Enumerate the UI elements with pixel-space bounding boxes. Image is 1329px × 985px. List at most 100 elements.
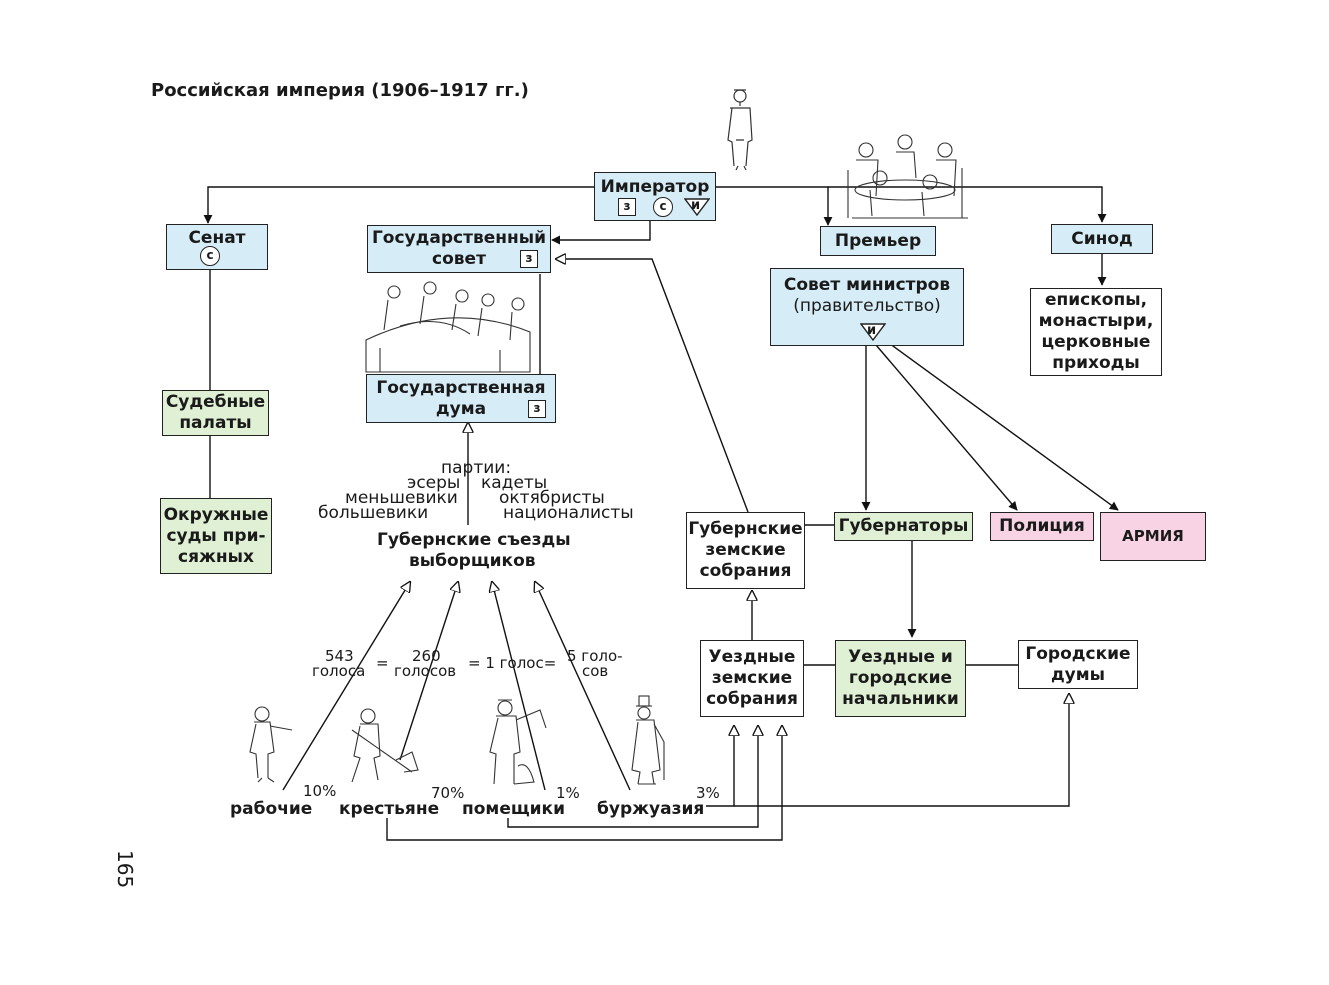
- provincial-zemstvo-node: Губернские земские собрания: [686, 512, 805, 589]
- police-label: Полиция: [999, 516, 1085, 536]
- edge-landowners-uezd: [507, 726, 758, 828]
- party-octobrists: октябристы: [499, 488, 605, 508]
- duma-session-illustration: [365, 281, 531, 373]
- provincial-zemstvo-line2: земские: [705, 540, 786, 560]
- party-mensheviks: меньшевики: [345, 488, 458, 508]
- city-dumas-line2: думы: [1050, 664, 1106, 685]
- council-of-ministers-line1: Совет министров: [783, 275, 951, 295]
- share-landowners: 1%: [556, 784, 580, 802]
- landowner-illustration: [489, 699, 547, 785]
- worker-illustration: [249, 706, 293, 783]
- legislative-badge: з: [618, 198, 636, 216]
- class-bourgeoisie: буржуазия: [597, 799, 705, 819]
- state-duma-line2: дума: [435, 398, 487, 419]
- state-duma-line1: Государственная: [376, 377, 546, 398]
- council-of-ministers-node: Совет министров (правительство): [770, 268, 964, 346]
- party-sr: эсеры: [407, 473, 461, 493]
- votes-bourgeoisie-unit: сов: [582, 662, 609, 680]
- state-council-line1: Государственный: [371, 228, 547, 248]
- synod-node: Синод: [1051, 224, 1153, 254]
- ministers-executive-badge: и: [867, 323, 877, 338]
- diagram-title: Российская империя (1906–1917 гг.): [151, 80, 529, 101]
- provincial-zemstvo-line1: Губернские: [688, 519, 803, 539]
- uezd-chiefs-line1: Уездные и: [848, 647, 953, 667]
- judicial-chambers-node: Судебные палаты: [162, 390, 269, 436]
- page-number: 165: [113, 850, 137, 889]
- governors-node: Губернаторы: [834, 512, 973, 541]
- edge-zemstvo-council: [556, 259, 749, 513]
- party-bolsheviks: большевики: [318, 503, 429, 523]
- uezd-zemstvo-line1: Уездные: [708, 647, 796, 667]
- synod-label: Синод: [1071, 228, 1133, 249]
- uezd-chiefs-node: Уездные и городские начальники: [835, 640, 966, 717]
- votes-workers-count: 543: [325, 647, 354, 665]
- premier-node: Премьер: [820, 226, 936, 256]
- edge-emperor-premier: [716, 186, 833, 226]
- senate-judicial-badge: с: [200, 246, 220, 266]
- votes-peasants-count: 260: [412, 647, 441, 665]
- premier-label: Премьер: [834, 230, 922, 251]
- votes-eq-2: = 1 голос=: [468, 654, 557, 672]
- state-duma-node: Государственная дума: [366, 374, 556, 423]
- church-line2: монастыри,: [1038, 311, 1154, 331]
- church-line1: епископы,: [1044, 290, 1148, 310]
- judicial-chambers-line2: палаты: [179, 413, 252, 433]
- army-label: АРМИЯ: [1122, 527, 1184, 545]
- votes-peasants-unit: голосов: [394, 662, 457, 680]
- church-line3: церковные: [1041, 332, 1151, 352]
- state-duma-legislative-badge: з: [528, 400, 546, 418]
- party-nationalists: националисты: [503, 503, 634, 523]
- votes-bourgeoisie-count: 5 голо-: [567, 647, 623, 665]
- judicial-chambers-line1: Судебные: [165, 392, 266, 412]
- ministers-executive-triangle-icon: [860, 323, 886, 341]
- edge-landowners-congress: [492, 582, 546, 791]
- uezd-zemstvo-line2: земские: [711, 668, 793, 688]
- congresses-line1: Губернские съезды: [377, 530, 571, 550]
- council-of-ministers-line2: (правительство): [793, 296, 941, 316]
- uezd-zemstvo-node: Уездные земские собрания: [700, 640, 804, 717]
- state-council-legislative-badge: з: [520, 250, 538, 268]
- uezd-chiefs-line2: городские: [848, 668, 953, 688]
- party-kadets: кадеты: [481, 473, 548, 493]
- executive-triangle-icon: [684, 198, 710, 216]
- senate-label: Сенат: [188, 228, 246, 248]
- share-workers: 10%: [303, 782, 337, 800]
- share-bourgeoisie: 3%: [696, 784, 720, 802]
- church-line4: приходы: [1052, 353, 1140, 373]
- army-node: АРМИЯ: [1100, 512, 1206, 561]
- edge-ministers-police: [875, 344, 1018, 511]
- share-peasants: 70%: [431, 784, 465, 802]
- votes-eq-1: =: [376, 654, 389, 672]
- emperor-figure-illustration: [727, 89, 753, 171]
- congresses-line2: выборщиков: [409, 551, 536, 571]
- church-node: епископы, монастыри, церковные приходы: [1030, 288, 1162, 376]
- parties-heading: партии:: [441, 458, 512, 478]
- edge-emperor-synod: [828, 186, 1107, 223]
- executive-badge: и: [691, 198, 701, 213]
- district-courts-node: Окружные суды при- сяжных: [160, 498, 272, 574]
- police-node: Полиция: [990, 512, 1094, 541]
- state-council-node: Государственный совет: [367, 225, 551, 273]
- edge-peasants-congress: [399, 582, 458, 761]
- edge-emperor-council: [551, 220, 651, 245]
- edge-workers-congress: [282, 582, 410, 791]
- bourgeois-illustration: [631, 695, 665, 785]
- emperor-label: Император: [600, 177, 710, 197]
- governors-label: Губернаторы: [838, 516, 969, 536]
- state-council-line2: совет: [432, 249, 486, 269]
- district-courts-line1: Окружные: [163, 504, 269, 525]
- edge-bourgeoisie-citydumas: [734, 694, 1069, 807]
- ministers-meeting-illustration: [847, 134, 968, 219]
- provincial-zemstvo-line3: собрания: [699, 561, 792, 581]
- edge-emperor-senate: [203, 186, 594, 224]
- uezd-zemstvo-line3: собрания: [706, 689, 798, 709]
- district-courts-line2: суды при-: [166, 525, 266, 546]
- votes-workers-unit: голоса: [312, 662, 366, 680]
- judicial-badge: с: [653, 197, 673, 217]
- district-courts-line3: сяжных: [178, 546, 254, 567]
- edge-peasants-uezd: [386, 726, 782, 841]
- class-workers: рабочие: [230, 799, 313, 819]
- edge-bourgeoisie-congress: [535, 582, 631, 791]
